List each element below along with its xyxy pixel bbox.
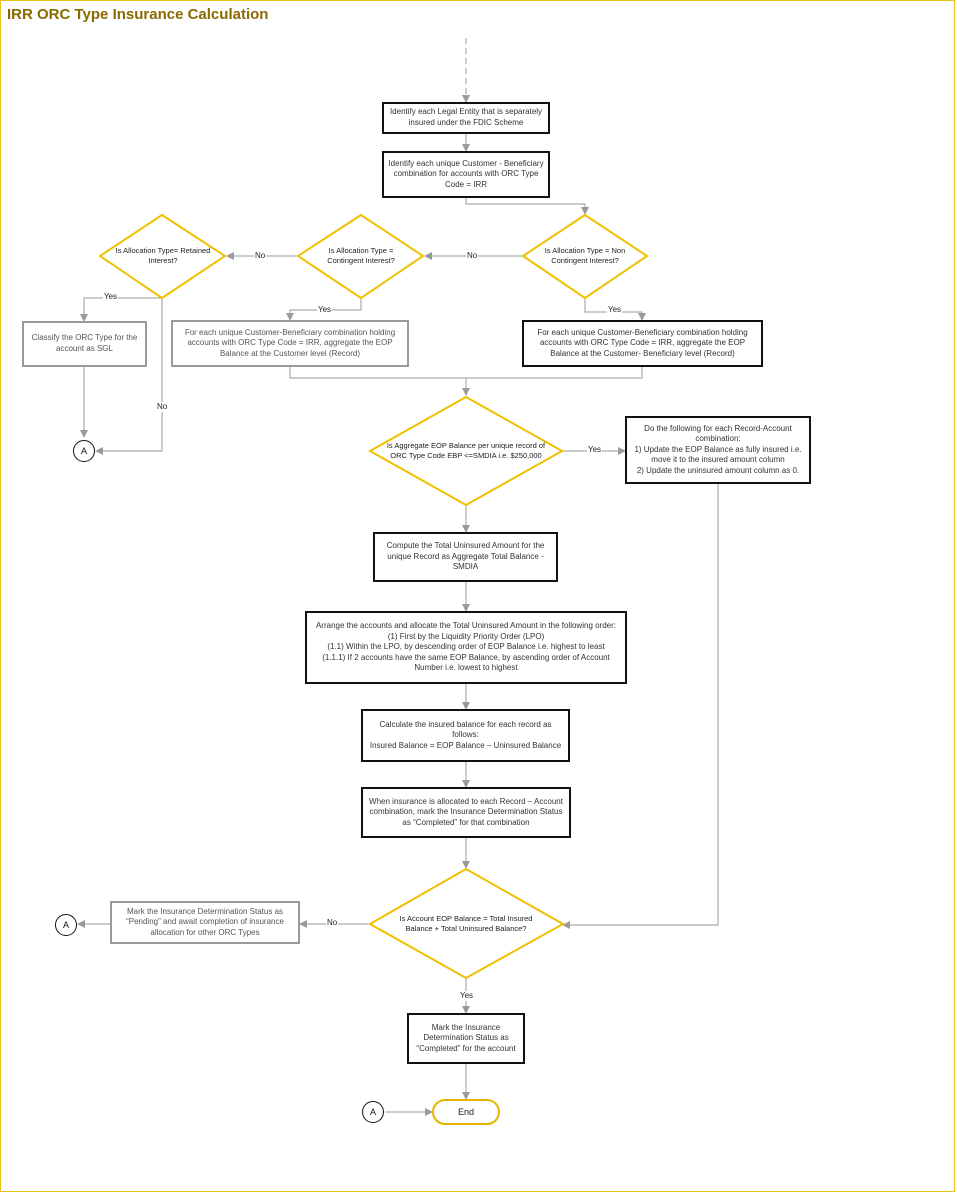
calc-insured-box: Calculate the insured balance for each r…	[361, 709, 570, 762]
connector-a-end: A	[362, 1101, 384, 1123]
decision-aggregate-shape	[367, 395, 565, 507]
identify-entity-box: Identify each Legal Entity that is separ…	[382, 102, 550, 134]
edge-label-no-retained: No	[254, 251, 267, 261]
end-terminal: End	[432, 1099, 500, 1125]
identify-combination-box: Identify each unique Customer - Benefici…	[382, 151, 550, 198]
decision-retained-shape	[98, 213, 227, 300]
aggregate-beneficiary-box: For each unique Customer-Beneficiary com…	[522, 320, 763, 367]
edge-label-yes-contingent: Yes	[317, 305, 333, 315]
edge-label-no-retained-down: No	[156, 402, 169, 412]
decision-retained-label: Is Allocation Type= Retained Interest?	[115, 246, 211, 265]
decision-non-contingent-label: Is Allocation Type = Non Contingent Inte…	[544, 246, 626, 265]
edge-label-yes-balance: Yes	[459, 991, 475, 1001]
decision-non-contingent-shape	[521, 213, 649, 300]
aggregate-customer-box: For each unique Customer-Beneficiary com…	[171, 320, 409, 367]
mark-pending-box: Mark the Insurance Determination Status …	[110, 901, 300, 944]
edge-label-no-contingent: No	[466, 251, 479, 261]
connector-a-pending: A	[55, 914, 77, 936]
compute-uninsured-box: Compute the Total Uninsured Amount for t…	[373, 532, 558, 582]
decision-balance-shape	[367, 867, 566, 980]
edge-label-no-balance: No	[326, 918, 339, 928]
arrange-accounts-box: Arrange the accounts and allocate the To…	[305, 611, 627, 684]
mark-completed-combination-box: When insurance is allocated to each Reco…	[361, 787, 571, 838]
decision-contingent-shape	[296, 213, 425, 300]
edge-label-yes-non-contingent: Yes	[607, 305, 623, 315]
page-title: IRR ORC Type Insurance Calculation	[7, 6, 269, 23]
fully-insured-box: Do the following for each Record-Account…	[625, 416, 811, 484]
decision-contingent-label: Is Allocation Type = Contingent Interest…	[327, 246, 395, 265]
decision-aggregate-label: Is Aggregate EOP Balance per unique reco…	[386, 441, 546, 460]
edge-label-yes-aggregate: Yes	[587, 445, 603, 455]
mark-completed-account-box: Mark the Insurance Determination Status …	[407, 1013, 525, 1064]
connector-a-left: A	[73, 440, 95, 462]
decision-balance-label: Is Account EOP Balance = Total Insured B…	[399, 914, 533, 933]
classify-sgl-box: Classify the ORC Type for the account as…	[22, 321, 147, 367]
edge-label-yes-retained: Yes	[103, 292, 119, 302]
